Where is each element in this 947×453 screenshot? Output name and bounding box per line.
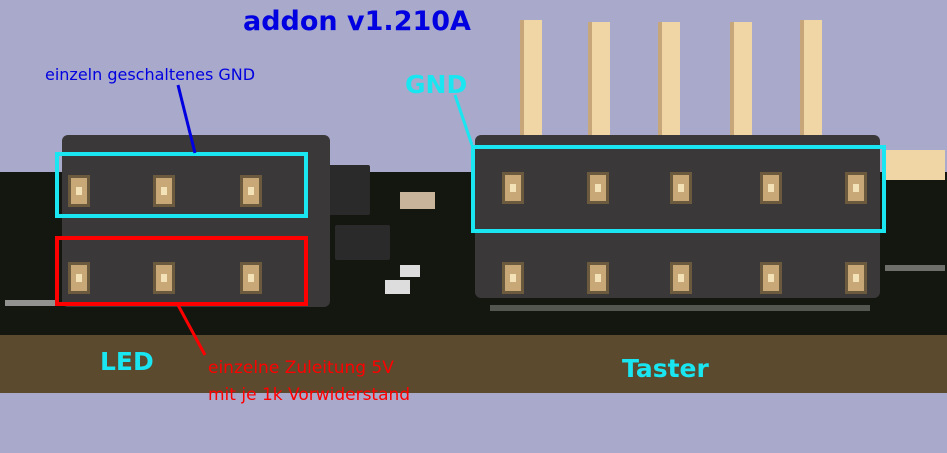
- pin: [68, 175, 90, 207]
- pin: [68, 262, 90, 294]
- leader-line: [176, 84, 197, 154]
- leader-line: [453, 94, 474, 146]
- pin: [502, 172, 524, 204]
- label-supply-line2: mit je 1k Vorwiderstand: [208, 385, 411, 405]
- pin: [760, 172, 782, 204]
- component: [335, 225, 390, 260]
- pin: [240, 262, 262, 294]
- pin: [670, 262, 692, 294]
- pin: [502, 262, 524, 294]
- resistor: [400, 192, 435, 209]
- label-supply-line1: einzelne Zuleitung 5V: [208, 358, 394, 378]
- resistor: [400, 265, 420, 277]
- pin: [845, 262, 867, 294]
- header-pin: [520, 20, 542, 135]
- silkscreen: [490, 305, 870, 311]
- title: addon v1.210A: [243, 6, 471, 37]
- label-led: LED: [100, 347, 154, 376]
- label-taster: Taster: [622, 354, 709, 383]
- pcb-edge: [0, 335, 947, 393]
- gnd-single-highlight: [55, 152, 308, 218]
- pin: [587, 172, 609, 204]
- gnd-highlight: [471, 145, 886, 233]
- pin: [760, 262, 782, 294]
- pin: [670, 172, 692, 204]
- supply-highlight: [55, 236, 308, 306]
- header-pin: [885, 150, 945, 180]
- pin: [240, 175, 262, 207]
- led-header: [62, 135, 330, 307]
- label-supply: einzelne Zuleitung 5V mit je 1k Vorwider…: [208, 355, 410, 409]
- label-gnd-single: einzeln geschaltenes GND: [45, 65, 256, 84]
- pin: [587, 262, 609, 294]
- resistor: [385, 280, 410, 294]
- leader-line: [176, 304, 207, 356]
- pin: [153, 175, 175, 207]
- header-pin: [658, 22, 680, 135]
- header-pin: [800, 20, 822, 135]
- pin: [845, 172, 867, 204]
- component: [325, 165, 370, 215]
- silkscreen: [885, 265, 945, 271]
- header-pin: [730, 22, 752, 135]
- header-pin: [588, 22, 610, 135]
- label-gnd: GND: [405, 70, 468, 99]
- pin: [153, 262, 175, 294]
- silkscreen: [5, 300, 55, 306]
